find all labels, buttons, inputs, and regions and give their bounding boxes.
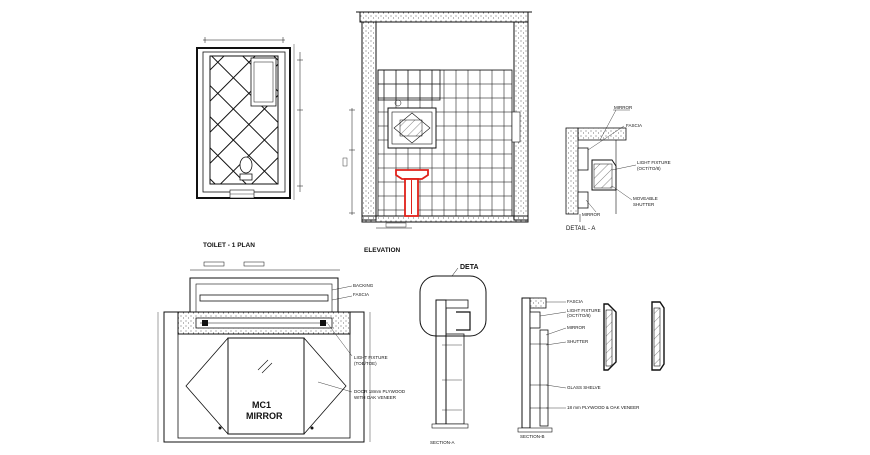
mirror-label: MIRROR bbox=[246, 411, 283, 421]
section-b-drawing bbox=[517, 297, 567, 433]
section-b-shutter-label: SHUTTER bbox=[567, 339, 589, 344]
detail-a-fascia-label: FASCIA bbox=[626, 123, 643, 128]
section-b-shelf-label: GLASS SHELVE bbox=[567, 385, 601, 390]
elevation-title: ELEVATION bbox=[364, 247, 401, 254]
deta-callout-label: DETA bbox=[460, 264, 479, 271]
backing-label: BACKING bbox=[353, 283, 374, 288]
section-a-drawing bbox=[419, 267, 487, 429]
mc1-label: MC1 bbox=[252, 400, 272, 410]
light-fixture-label: LIGHT FIXTURE bbox=[354, 355, 388, 360]
section-b-fascia-label: FASCIA bbox=[567, 299, 584, 304]
door-label-line2: WITH OAK VENEER bbox=[354, 395, 397, 400]
detail-a-moveable-label: MOVEABLE bbox=[633, 196, 658, 201]
light-fixture-sub-label: (TOE/TOE) bbox=[354, 361, 377, 366]
detail-a-shutter-label: SHUTTER bbox=[633, 202, 655, 207]
toilet-plan-title: TOILET - 1 PLAN bbox=[203, 242, 255, 249]
detail-a-mirror-label: MIRROR bbox=[582, 212, 601, 217]
section-b-title: SECTION-B bbox=[520, 434, 545, 439]
door-label-line1: DOOR 18mm PLYWOOD bbox=[354, 389, 406, 394]
detail-a-drawing bbox=[565, 109, 637, 222]
detail-a-light-label: LIGHT FIXTURE bbox=[637, 160, 671, 165]
elevation-drawing bbox=[342, 11, 532, 229]
detail-a-light-sub-label: (OCT/TO/8) bbox=[637, 166, 661, 171]
section-b-light-sub-label: (OCT/TO/8) bbox=[567, 313, 591, 318]
section-b-light-label: LIGHT FIXTURE bbox=[567, 308, 601, 313]
fascia-label: FASCIA bbox=[353, 292, 370, 297]
section-b-mirror-label: MIRROR bbox=[567, 325, 586, 330]
section-a-title: SECTION-A bbox=[430, 440, 455, 445]
mirror-cabinet-drawing bbox=[157, 261, 371, 443]
handle-details-drawing bbox=[603, 301, 665, 371]
section-b-plywood-label: 18 mm PLYWOOD & OAK VENEER bbox=[567, 405, 640, 410]
toilet-plan-drawing bbox=[196, 37, 303, 200]
detail-a-title: DETAIL - A bbox=[566, 226, 596, 232]
detail-a-top-label: MIRROR bbox=[614, 105, 633, 110]
